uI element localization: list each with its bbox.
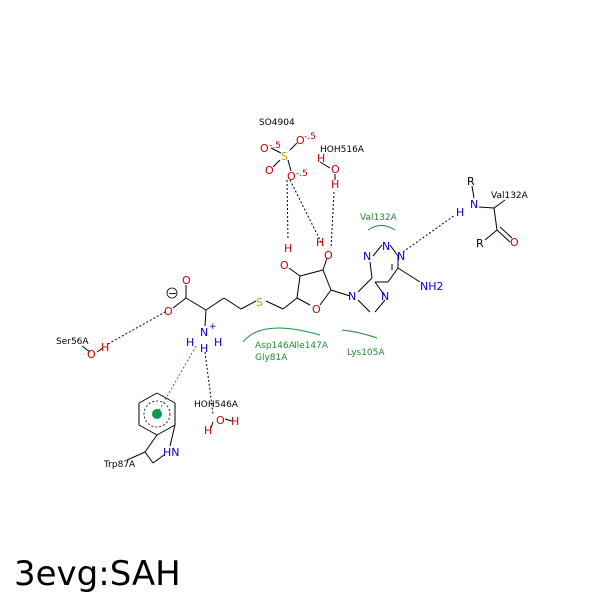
so4-oxygen-4: O	[265, 164, 274, 177]
ser56-oxygen: O	[87, 348, 96, 361]
val132-r1: R	[467, 175, 475, 188]
ribose-o2-hydrogen: H	[284, 242, 292, 255]
amine-nitrogen: N	[200, 326, 208, 339]
val132-name-label: Val132A	[491, 191, 529, 201]
sah-ligand-atoms: H O H O O S N N N NH2 N N O O − N + H H …	[164, 236, 444, 355]
hbond-val132-n	[402, 214, 456, 253]
hydrophobic-label-lys105: Lys105A	[347, 348, 385, 358]
adenine-n3: N	[363, 250, 371, 263]
ser56-hydrogen: H	[101, 341, 109, 354]
hoh516-h1: H	[317, 152, 325, 165]
hoh546-hydrogen-1: H	[204, 424, 212, 437]
thioether-sulfur: S	[256, 296, 263, 309]
hydrophobic-label-val132: Val132A	[360, 213, 398, 223]
adenine-n1: N	[397, 250, 405, 263]
val132-residue: R Val132A N H R O	[456, 175, 529, 250]
val132-hydrogen: H	[456, 206, 464, 219]
so4-ligand: SO4904 O -.5 O -.5 S O O -.5	[259, 118, 316, 183]
val132-bonds	[471, 185, 513, 243]
residue-bonds	[81, 161, 336, 429]
amine-h-left: H	[186, 336, 194, 349]
val132-nitrogen: N	[470, 198, 478, 211]
so4-o2-charge: -.5	[304, 132, 316, 142]
trp87-residue: HN Trp87A	[103, 446, 180, 470]
pi-cation-interaction	[156, 345, 197, 415]
so4-oxygen-1: O	[260, 142, 269, 155]
hoh546-name-label: HOH546A	[194, 400, 239, 410]
hbond-hoh546-amine	[204, 351, 214, 415]
trp87-name-label: Trp87A	[103, 460, 136, 470]
carboxyl-oxygen-1: O	[182, 274, 191, 287]
adenine-n-extra: N	[382, 240, 390, 253]
carboxyl-charge-circle	[166, 287, 178, 299]
val132-oxygen: O	[510, 236, 519, 249]
ribose-ring-oxygen: O	[312, 303, 321, 316]
trp87-indole-nh: HN	[163, 446, 180, 459]
amine-h-right: H	[214, 336, 222, 349]
hydrophobic-arc-asp146	[242, 327, 321, 343]
so4-name-label: SO4904	[259, 118, 295, 128]
trp87-bonds	[126, 392, 176, 464]
ribose-o3-oxygen: O	[324, 249, 333, 262]
hoh546-hydrogen-2: H	[231, 415, 239, 428]
val132-r2: R	[476, 237, 484, 250]
hydrophobic-arc-lys105	[341, 329, 378, 339]
pi-center-marker	[152, 409, 162, 419]
hbond-so4-o2h	[286, 179, 289, 241]
figure-title: 3evg:SAH	[14, 554, 181, 594]
carboxyl-charge-sign: −	[168, 287, 177, 300]
so4-oxygen-3: O	[287, 170, 296, 183]
hydrogen-bonds	[107, 179, 456, 415]
hbond-ser56-carboxyl	[107, 311, 166, 345]
hydrophobic-labels: Val132A Asp146A Ile147A Gly81A Lys105A	[255, 213, 398, 363]
hydrophobic-label-asp146: Asp146A	[255, 341, 296, 351]
so4-sulfur: S	[281, 150, 288, 163]
ser56-residue: Ser56A O H	[56, 337, 109, 361]
carboxyl-oxygen-2: O	[164, 305, 173, 318]
adenine-n9: N	[348, 290, 356, 303]
ribose-o3-hydrogen: H	[316, 236, 324, 249]
ribose-o2-oxygen: O	[280, 259, 289, 272]
sah-ligand-bonds	[172, 244, 421, 327]
hydrophobic-label-ile147: Ile147A	[294, 341, 329, 351]
hoh516-h2: H	[331, 178, 339, 191]
hoh516-oxygen: O	[331, 163, 340, 176]
hbond-so4-o3h	[289, 179, 324, 247]
hbond-hoh516-o3h	[330, 191, 335, 249]
so4-oxygen-2: O	[296, 134, 305, 147]
amine-charge: +	[209, 322, 217, 332]
adenine-n7: N	[381, 290, 389, 303]
ser56-name-label: Ser56A	[56, 337, 89, 347]
hydrophobic-arc-val132	[367, 225, 396, 231]
amine-h-bottom: H	[200, 342, 208, 355]
so4-o1-charge: -.5	[269, 141, 281, 151]
adenine-nh2: NH2	[420, 280, 444, 293]
hoh516-name-label: HOH516A	[320, 145, 365, 155]
hydrophobic-arcs	[242, 225, 396, 343]
hydrophobic-label-gly81: Gly81A	[255, 353, 288, 363]
so4-bonds	[270, 142, 298, 172]
hoh546-oxygen: O	[216, 414, 225, 427]
water-hoh516: HOH516A H O H	[317, 145, 365, 191]
so4-o3-charge: -.5	[296, 169, 308, 179]
water-hoh546: HOH546A O H H	[194, 400, 239, 437]
